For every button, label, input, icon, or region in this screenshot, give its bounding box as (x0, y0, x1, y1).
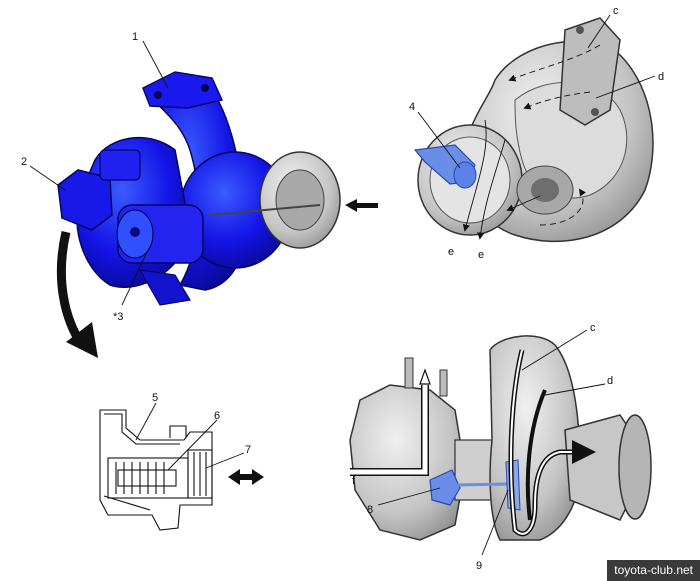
label-e-left: e (448, 246, 454, 258)
label-d-top: d (658, 71, 664, 83)
label-c-bottom: c (590, 322, 596, 334)
left-arrow (345, 199, 378, 212)
label-8: 8 (367, 504, 373, 516)
leader-lines (29, 14, 656, 556)
label-4: 4 (409, 101, 415, 113)
label-c-top: c (613, 5, 619, 17)
side-section-flow (349, 335, 652, 541)
label-e-right: e (478, 249, 484, 261)
housing-flow-view (413, 17, 654, 243)
label-7: 7 (245, 444, 251, 456)
label-1: 1 (132, 31, 138, 43)
double-arrow (228, 469, 264, 485)
watermark: toyota-club.net (607, 560, 700, 581)
actuator-cross-section (99, 409, 213, 531)
label-d-bottom: d (607, 375, 613, 387)
label-6: 6 (214, 410, 220, 422)
curved-arrow (56, 230, 98, 358)
label-9: 9 (476, 560, 482, 572)
label-5: 5 (152, 392, 158, 404)
label-2: 2 (21, 156, 27, 168)
turbo-outlet-flange (209, 151, 341, 249)
label-3: *3 (113, 311, 123, 323)
turbo-assembly-blue (57, 71, 291, 306)
label-f: f (352, 475, 356, 487)
